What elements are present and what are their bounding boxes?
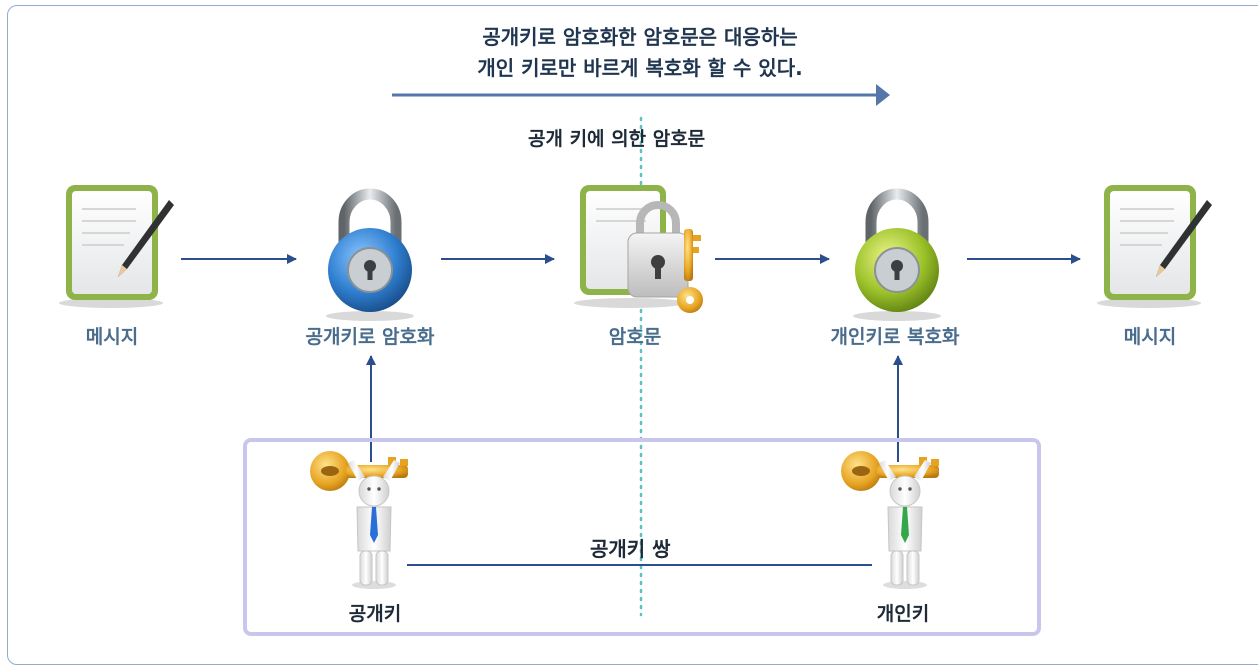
document-pencil-icon: [59, 185, 174, 308]
label-message-right: 메시지: [1123, 326, 1177, 348]
label-message-left: 메시지: [85, 326, 139, 348]
locked-document-icon: [574, 185, 703, 313]
label-decrypt: 개인키로 복호화: [830, 326, 960, 348]
top-arrow-head: [876, 84, 890, 106]
diagram-caption: 공개키로 암호화한 암호문은 대응하는 개인 키로만 바르게 복호화 할 수 있…: [380, 22, 900, 84]
cipher-title: 공개 키에 의한 암호문: [528, 128, 706, 150]
label-ciphertext: 암호문: [608, 326, 662, 348]
document-pencil-icon: [1097, 185, 1212, 308]
diagram-canvas: [59, 84, 1212, 617]
key-person-icon: [841, 451, 939, 589]
caption-line-2: 개인 키로만 바르게 복호화 할 수 있다.: [477, 56, 803, 80]
label-private-key: 개인키: [876, 603, 930, 625]
padlock-green-icon: [853, 188, 941, 321]
key-person-icon: [310, 451, 408, 589]
caption-line-1: 공개키로 암호화한 암호문은 대응하는: [482, 25, 798, 49]
key-pair-box: [243, 438, 1041, 636]
label-public-key: 공개키: [348, 603, 402, 625]
label-encrypt: 공개키로 암호화: [305, 326, 435, 348]
padlock-blue-icon: [326, 188, 414, 321]
pair-title: 공개키 쌍: [590, 537, 671, 561]
